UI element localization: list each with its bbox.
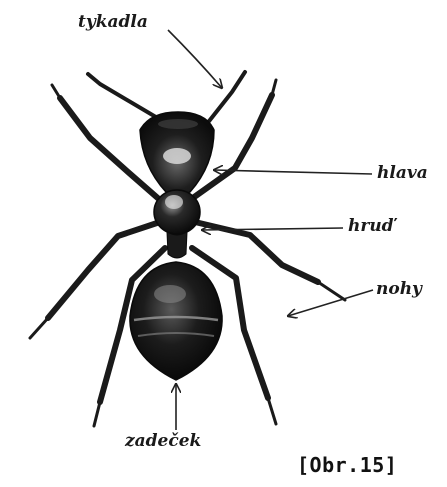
head-highlight — [163, 148, 191, 164]
label-thorax: hruď — [348, 218, 394, 235]
label-abdomen: zadeček — [125, 433, 201, 450]
ant-abdomen — [130, 262, 222, 380]
pointer-arrows — [168, 30, 373, 430]
label-head: hlava — [377, 165, 428, 182]
arrow-head — [214, 170, 372, 174]
label-legs: nohy — [376, 281, 422, 298]
ant-waist — [167, 232, 187, 258]
figure-reference: [Obr.15] — [297, 455, 397, 475]
arrow-legs — [288, 290, 373, 316]
arrow-antennae — [168, 30, 222, 88]
label-antennae: tykadla — [78, 14, 148, 31]
